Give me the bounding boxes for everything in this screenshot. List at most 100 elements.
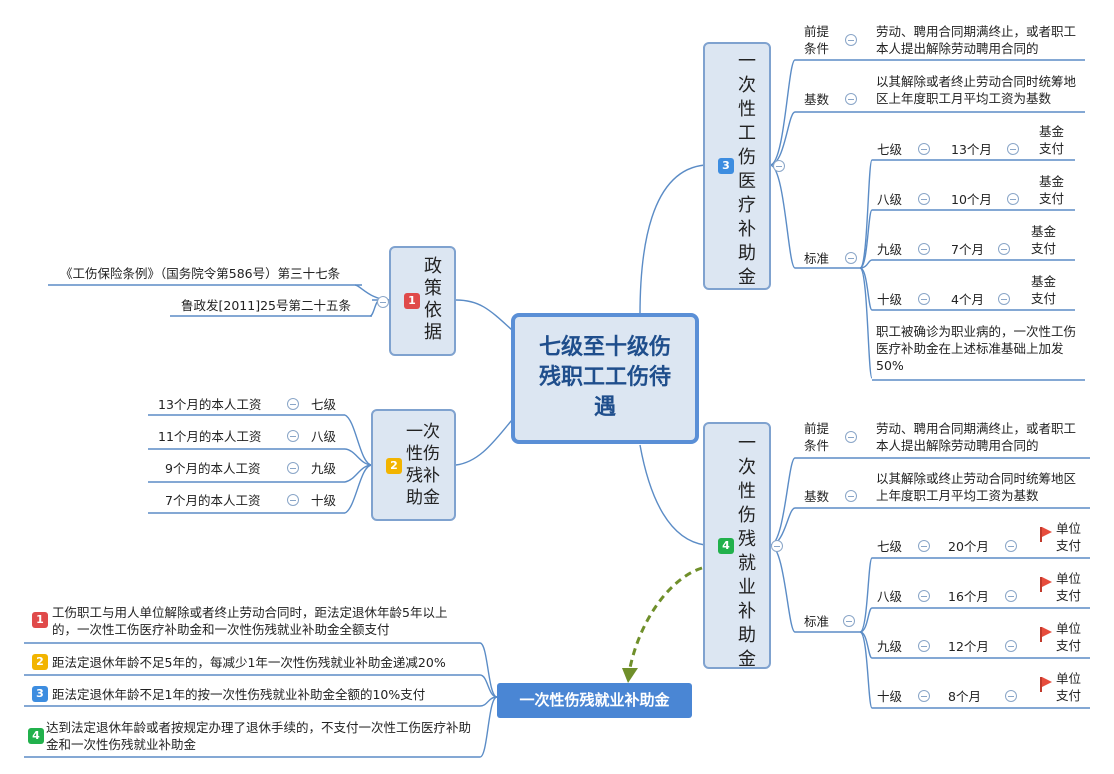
disability-level: 十级 xyxy=(311,493,337,508)
collapse-icon[interactable] xyxy=(773,160,785,172)
priority-1-badge: 1 xyxy=(32,612,48,628)
collapse-icon[interactable] xyxy=(998,293,1010,305)
policy-basis-label: 政策依据 xyxy=(424,256,442,343)
collapse-icon[interactable] xyxy=(845,93,857,105)
collapse-icon[interactable] xyxy=(918,540,930,552)
disability-amount: 11个月的本人工资 xyxy=(158,429,262,444)
standard-label: 标准 xyxy=(804,614,830,629)
standard-payer: 基金支付 xyxy=(1039,124,1065,156)
callout-item: 距法定退休年龄不足5年的，每减少1年一次性伤残就业补助金递减20% xyxy=(52,655,446,670)
collapse-icon[interactable] xyxy=(287,398,299,410)
priority-4-badge: 4 xyxy=(718,538,734,554)
standard-payer: 基金支付 xyxy=(1031,274,1057,306)
policy-item: 《工伤保险条例》（国务院令第586号）第三十七条 xyxy=(60,266,341,281)
callout-item: 达到法定退休年龄或者按规定办理了退休手续的，不支付一次性工伤医疗补助金和一次性伤… xyxy=(46,720,472,752)
standard-level: 七级 xyxy=(877,142,903,157)
collapse-icon[interactable] xyxy=(918,590,930,602)
collapse-icon[interactable] xyxy=(287,430,299,442)
disability-level: 九级 xyxy=(311,461,337,476)
collapse-icon[interactable] xyxy=(843,615,855,627)
disability-amount: 9个月的本人工资 xyxy=(165,461,261,476)
red-flag-icon xyxy=(1040,527,1054,543)
collapse-icon[interactable] xyxy=(918,143,930,155)
standard-months: 4个月 xyxy=(951,292,984,307)
standard-level: 十级 xyxy=(877,689,903,704)
standard-payer: 单位支付 xyxy=(1056,671,1082,703)
disability-subsidy-label: 一次性伤残补助金 xyxy=(406,422,440,508)
standard-level: 九级 xyxy=(877,242,903,257)
collapse-icon[interactable] xyxy=(287,462,299,474)
collapse-icon[interactable] xyxy=(287,494,299,506)
policy-item: 鲁政发[2011]25号第二十五条 xyxy=(181,298,351,313)
collapse-icon[interactable] xyxy=(1007,143,1019,155)
collapse-icon[interactable] xyxy=(1005,540,1017,552)
callout-box[interactable] xyxy=(497,683,692,718)
priority-3-badge: 3 xyxy=(32,686,48,702)
red-flag-icon xyxy=(1040,627,1054,643)
collapse-icon[interactable] xyxy=(1005,690,1017,702)
standard-payer: 基金支付 xyxy=(1031,224,1057,256)
central-topic[interactable] xyxy=(511,313,699,444)
base-label: 基数 xyxy=(804,489,830,504)
premise-label: 前提条件 xyxy=(804,421,830,453)
standard-level: 八级 xyxy=(877,192,903,207)
priority-4-badge: 4 xyxy=(28,728,44,744)
collapse-icon[interactable] xyxy=(845,252,857,264)
disability-level: 八级 xyxy=(311,429,337,444)
collapse-icon[interactable] xyxy=(918,293,930,305)
collapse-icon[interactable] xyxy=(918,243,930,255)
occupational-disease-note: 职工被确诊为职业病的，一次性工伤医疗补助金在上述标准基础上加发50% xyxy=(876,324,1077,373)
priority-1-badge: 1 xyxy=(404,293,420,309)
collapse-icon[interactable] xyxy=(1007,193,1019,205)
policy-basis-node[interactable] xyxy=(389,246,456,356)
standard-level: 八级 xyxy=(877,589,903,604)
collapse-icon[interactable] xyxy=(1005,590,1017,602)
premise-text: 劳动、聘用合同期满终止，或者职工本人提出解除劳动聘用合同的 xyxy=(876,421,1077,453)
collapse-icon[interactable] xyxy=(918,640,930,652)
employment-subsidy-node[interactable] xyxy=(703,422,771,669)
disability-amount: 13个月的本人工资 xyxy=(158,397,262,412)
employment-subsidy-label: 一次性伤残就业补助金 xyxy=(738,433,756,670)
priority-2-badge: 2 xyxy=(386,458,402,474)
standard-months: 8个月 xyxy=(948,689,981,704)
collapse-icon[interactable] xyxy=(845,431,857,443)
central-topic-title: 七级至十级伤残职工工伤待遇 xyxy=(538,335,671,420)
standard-months: 13个月 xyxy=(951,142,992,157)
premise-text: 劳动、聘用合同期满终止，或者职工本人提出解除劳动聘用合同的 xyxy=(876,24,1077,56)
standard-months: 20个月 xyxy=(948,539,989,554)
priority-3-badge: 3 xyxy=(718,158,734,174)
base-text: 以其解除或终止劳动合同时统筹地区上年度职工月平均工资为基数 xyxy=(876,471,1077,503)
disability-amount: 7个月的本人工资 xyxy=(165,493,261,508)
standard-months: 12个月 xyxy=(948,639,989,654)
collapse-icon[interactable] xyxy=(771,540,783,552)
collapse-icon[interactable] xyxy=(845,34,857,46)
standard-level: 九级 xyxy=(877,639,903,654)
premise-label: 前提条件 xyxy=(804,24,830,56)
standard-months: 7个月 xyxy=(951,242,984,257)
base-label: 基数 xyxy=(804,92,830,107)
medical-subsidy-node[interactable] xyxy=(703,42,771,290)
collapse-icon[interactable] xyxy=(998,243,1010,255)
callout-title: 一次性伤残就业补助金 xyxy=(519,691,670,709)
collapse-icon[interactable] xyxy=(918,193,930,205)
standard-payer: 单位支付 xyxy=(1056,571,1082,603)
red-flag-icon xyxy=(1040,677,1054,693)
standard-level: 十级 xyxy=(877,292,903,307)
standard-payer: 单位支付 xyxy=(1056,621,1082,653)
standard-payer: 单位支付 xyxy=(1056,521,1082,553)
collapse-icon[interactable] xyxy=(377,296,389,308)
standard-months: 16个月 xyxy=(948,589,989,604)
disability-subsidy-node[interactable] xyxy=(371,409,456,521)
collapse-icon[interactable] xyxy=(845,490,857,502)
disability-level: 七级 xyxy=(311,397,337,412)
standard-payer: 基金支付 xyxy=(1039,174,1065,206)
medical-subsidy-label: 一次性工伤医疗补助金 xyxy=(738,51,756,288)
red-flag-icon xyxy=(1040,577,1054,593)
standard-months: 10个月 xyxy=(951,192,992,207)
collapse-icon[interactable] xyxy=(1005,640,1017,652)
callout-item: 工伤职工与用人单位解除或者终止劳动合同时，距法定退休年龄5年以上的，一次性工伤医… xyxy=(52,605,448,637)
priority-2-badge: 2 xyxy=(32,654,48,670)
collapse-icon[interactable] xyxy=(918,690,930,702)
callout-item: 距法定退休年龄不足1年的按一次性伤残就业补助金全额的10%支付 xyxy=(52,687,426,702)
